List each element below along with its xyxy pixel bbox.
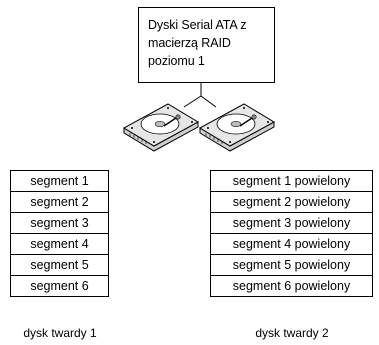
disk-2-caption: dysk twardy 2 xyxy=(255,326,329,340)
disk-1-segment: segment 5 xyxy=(10,254,109,276)
disk-2-segment: segment 5 powielony xyxy=(210,254,373,276)
raid-title-line-2: macierzą RAID xyxy=(148,36,231,50)
connector-lines xyxy=(183,83,217,108)
disk-2-segment-table: segment 1 powielony segment 2 powielony … xyxy=(210,170,373,297)
disk-2-segment: segment 1 powielony xyxy=(210,170,373,192)
hard-drive-1-icon xyxy=(122,103,200,152)
disk-2-segment: segment 6 powielony xyxy=(210,275,373,297)
hard-drive-2-icon xyxy=(198,103,276,152)
disk-1-caption: dysk twardy 1 xyxy=(23,326,97,340)
disk-1-segment: segment 3 xyxy=(10,212,109,234)
raid-title-line-1: Dyski Serial ATA z xyxy=(148,18,247,32)
disk-1-segment: segment 2 xyxy=(10,191,109,213)
disk-1-segment: segment 4 xyxy=(10,233,109,255)
raid-title-line-3: poziomu 1 xyxy=(148,54,205,68)
disk-1-segment-table: segment 1 segment 2 segment 3 segment 4 … xyxy=(10,170,109,297)
disk-1-segment: segment 1 xyxy=(10,170,109,192)
disk-2-segment: segment 2 powielony xyxy=(210,191,373,213)
disk-1-segment: segment 6 xyxy=(10,275,109,297)
raid-title-box: Dyski Serial ATA z macierzą RAID poziomu… xyxy=(138,7,275,83)
disk-2-segment: segment 4 powielony xyxy=(210,233,373,255)
disk-2-segment: segment 3 powielony xyxy=(210,212,373,234)
disk-connector-diagram xyxy=(122,83,276,152)
